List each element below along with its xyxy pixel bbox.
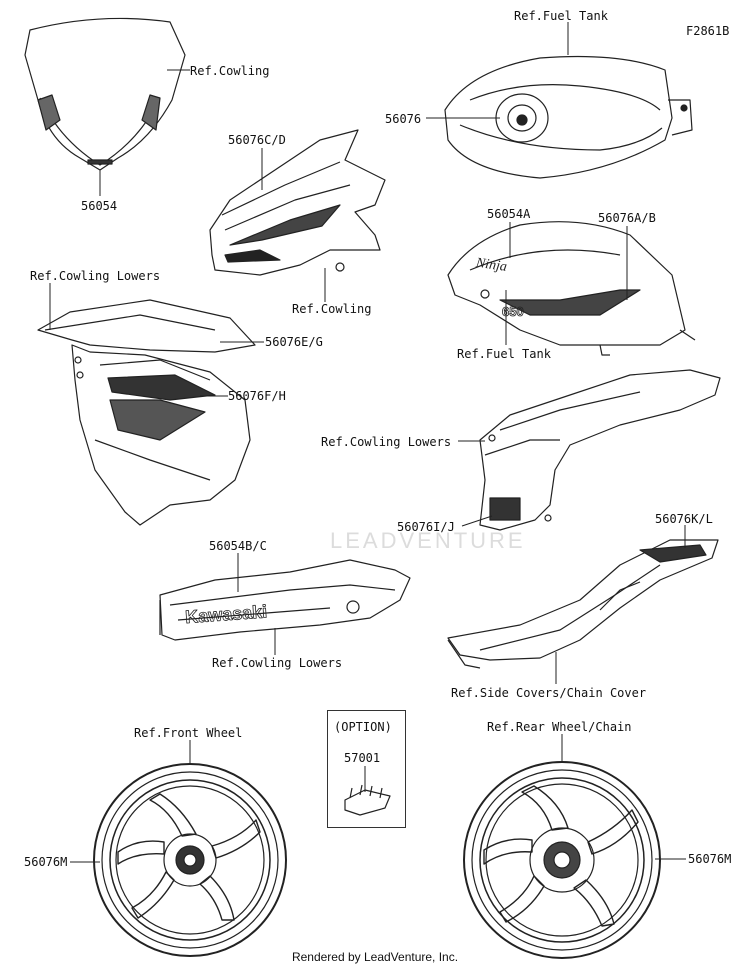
- rear-cowling-lower-bracket[interactable]: [479, 369, 721, 531]
- svg-text:650: 650: [502, 304, 524, 319]
- label-56076[interactable]: 56076: [385, 112, 422, 126]
- label-ref-cowling-mid[interactable]: Ref.Cowling: [292, 302, 372, 316]
- middle-cowling[interactable]: [37, 299, 256, 526]
- label-56076ab[interactable]: 56076A/B: [598, 211, 656, 225]
- fuel-tank-top[interactable]: [444, 55, 693, 179]
- leader-lines: [49, 22, 686, 863]
- windscreen[interactable]: [24, 17, 186, 171]
- label-56076m-front[interactable]: 56076M: [24, 855, 68, 869]
- label-56076m-rear[interactable]: 56076M: [688, 852, 732, 866]
- watermark: LEADVENTURE: [330, 528, 526, 553]
- label-ref-side-covers[interactable]: Ref.Side Covers/Chain Cover: [451, 686, 647, 700]
- label-56076fh[interactable]: 56076F/H: [228, 389, 286, 403]
- rear-wheel[interactable]: [463, 761, 661, 959]
- fuel-tank-side[interactable]: Ninja 650: [447, 221, 696, 356]
- upper-fairing-panel[interactable]: [209, 129, 386, 276]
- label-ref-fuel-tank-bottom[interactable]: Ref.Fuel Tank: [457, 347, 551, 361]
- label-56054[interactable]: 56054: [81, 199, 118, 213]
- label-ref-cowling-top[interactable]: Ref.Cowling: [190, 64, 270, 78]
- label-option: (OPTION): [334, 720, 392, 734]
- footer-credit: Rendered by LeadVenture, Inc.: [291, 950, 459, 964]
- label-ref-cowling-lowers-2[interactable]: Ref.Cowling Lowers: [321, 435, 452, 449]
- lower-cowling[interactable]: Kawasaki: [159, 559, 411, 641]
- label-56076eg[interactable]: 56076E/G: [265, 335, 323, 349]
- label-ref-front-wheel[interactable]: Ref.Front Wheel: [134, 726, 243, 740]
- label-ref-rear-wheel[interactable]: Ref.Rear Wheel/Chain: [487, 720, 632, 734]
- side-cover-tail[interactable]: [447, 539, 719, 669]
- label-56054a[interactable]: 56054A: [487, 207, 531, 221]
- diagram-code: F2861B: [686, 24, 730, 38]
- label-56054bc[interactable]: 56054B/C: [209, 539, 267, 553]
- label-56076ij[interactable]: 56076I/J: [397, 520, 455, 534]
- label-56076cd[interactable]: 56076C/D: [228, 133, 286, 147]
- svg-text:Ninja: Ninja: [474, 256, 508, 275]
- label-ref-cowling-lowers-1[interactable]: Ref.Cowling Lowers: [30, 269, 161, 283]
- option-box: [327, 710, 406, 828]
- front-wheel[interactable]: [93, 763, 287, 957]
- label-ref-fuel-tank-top[interactable]: Ref.Fuel Tank: [514, 9, 608, 23]
- label-56076kl[interactable]: 56076K/L: [655, 512, 713, 526]
- label-ref-cowling-lowers-3[interactable]: Ref.Cowling Lowers: [212, 656, 343, 670]
- label-57001[interactable]: 57001: [344, 751, 381, 765]
- svg-text:Kawasaki: Kawasaki: [185, 601, 268, 627]
